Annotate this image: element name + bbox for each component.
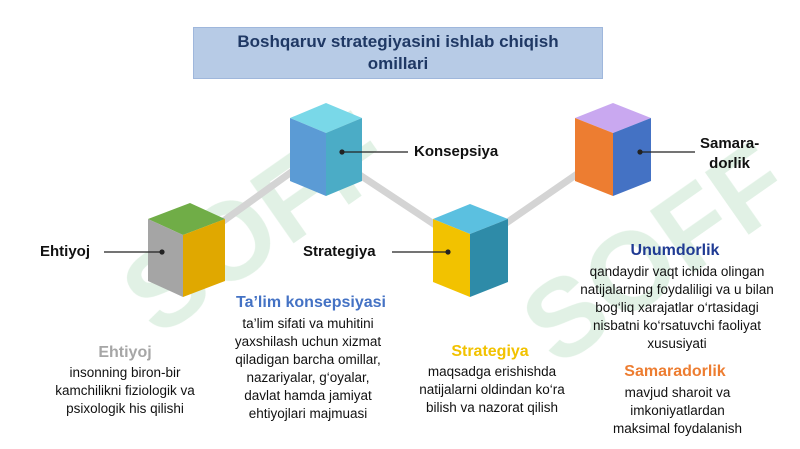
unumdorlik-heading: Unumdorlik <box>630 242 720 259</box>
node-label-konsepsiya: Konsepsiya <box>414 143 499 160</box>
talim-heading: Ta’lim konsepsiyasi <box>236 294 386 311</box>
strategiya-cube-icon <box>433 204 508 297</box>
strategiya-description: maqsadga erishishda natijalarni oldindan… <box>419 364 565 415</box>
path-connector <box>186 145 616 253</box>
unumdorlik-description: qandaydir vaqt ichida olingan natijalarn… <box>580 264 774 351</box>
ehtiyoj-heading: Ehtiyoj <box>98 344 152 361</box>
samaradorlik-heading: Samaradorlik <box>624 363 726 380</box>
strategiya-pointer-dot <box>445 249 451 255</box>
node-label-samaradorlik: Samara- dorlik <box>700 135 760 172</box>
samaradorlik-cube-icon <box>575 103 651 196</box>
node-label-strategiya: Strategiya <box>303 243 376 260</box>
talim-description: ta’lim sifati va muhitini yaxshilash uch… <box>234 316 382 421</box>
konsepsiya-pointer-dot <box>339 149 345 155</box>
node-label-ehtiyoj: Ehtiyoj <box>40 243 91 260</box>
samaradorlik-pointer-dot <box>637 149 643 155</box>
samaradorlik-description: mavjud sharoit va imkoniyatlardan maksim… <box>612 385 743 436</box>
ehtiyoj-description: insonning biron-bir kamchilikni fiziolog… <box>55 365 195 416</box>
ehtiyoj-cube-icon <box>148 203 225 297</box>
page-title: Boshqaruv strategiyasini ishlab chiqish … <box>237 32 559 73</box>
konsepsiya-cube-icon <box>290 103 362 196</box>
strategiya-heading: Strategiya <box>451 343 529 360</box>
pointer-lines <box>104 149 695 255</box>
title-box: Boshqaruv strategiyasini ishlab chiqish … <box>193 27 603 79</box>
ehtiyoj-pointer-dot <box>159 249 165 255</box>
